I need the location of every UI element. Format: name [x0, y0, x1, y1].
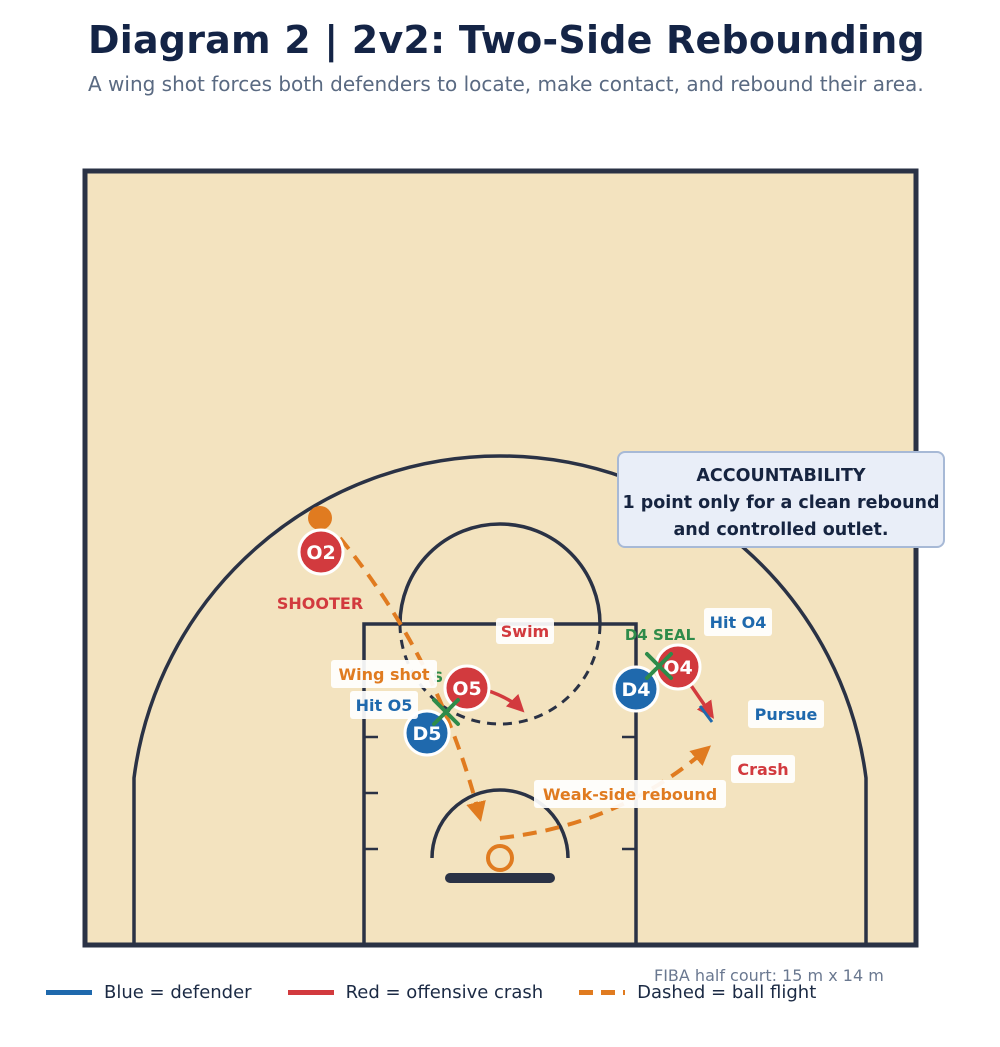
- player-o4-label: O4: [663, 657, 692, 679]
- three-point-line: [132, 454, 868, 945]
- legend-defender-label: Blue = defender: [104, 982, 252, 1003]
- player-d4-label: D4: [622, 679, 651, 701]
- rim: [486, 844, 514, 872]
- callout-line-1: 1 point only for a clean rebound: [622, 493, 940, 513]
- weak-side-rebound-label: Weak-side rebound: [543, 785, 717, 804]
- legend-item-ball: Dashed = ball flight: [579, 982, 816, 1003]
- accountability-callout: ACCOUNTABILITY 1 point only for a clean …: [617, 451, 945, 548]
- legend-offense-swatch: [287, 990, 334, 995]
- shooter-label: SHOOTER: [277, 594, 363, 613]
- d5-seal-label-partial: S: [433, 670, 443, 686]
- hit-o5-label: Hit O5: [356, 696, 413, 715]
- diagram-title: Diagram 2 | 2v2: Two-Side Rebounding: [88, 18, 925, 62]
- ball: [308, 506, 332, 530]
- pursue-label: Pursue: [755, 705, 818, 724]
- player-o2: O2: [297, 528, 345, 576]
- court-floor: [82, 168, 919, 948]
- player-o5: O5: [443, 664, 491, 712]
- legend-offense-label: Red = offensive crash: [345, 982, 544, 1003]
- player-o5-label: O5: [452, 678, 481, 700]
- swim-label: Swim: [501, 622, 549, 641]
- restricted-area: [430, 788, 570, 859]
- o4-crash-arrow: [688, 683, 714, 719]
- legend-item-offense: Red = offensive crash: [287, 982, 544, 1003]
- callout-line-2: and controlled outlet.: [673, 520, 889, 540]
- legend-item-defender: Blue = defender: [46, 982, 252, 1003]
- player-d5-label: D5: [413, 723, 442, 745]
- legend-ball-swatch: [579, 990, 626, 995]
- d4-seal-label: D4 SEAL: [625, 626, 696, 644]
- legend: Blue = defender Red = offensive crash Da…: [46, 982, 852, 1003]
- legend-ball-label: Dashed = ball flight: [637, 982, 817, 1003]
- d5-seal-contact-icon: [432, 698, 460, 726]
- crash-label: Crash: [737, 760, 788, 779]
- player-o2-label: O2: [306, 542, 335, 564]
- free-throw-circle-top: [398, 522, 602, 625]
- legend-defender-swatch: [46, 990, 92, 995]
- wing-shot-label: Wing shot: [338, 665, 429, 684]
- diagram-subtitle: A wing shot forces both defenders to loc…: [88, 72, 924, 96]
- d4-pursue-mark: [698, 705, 714, 723]
- ball-flight-path-rebound: [499, 745, 712, 840]
- court-dimensions-note: FIBA half court: 15 m x 14 m: [654, 966, 884, 985]
- callout-heading: ACCOUNTABILITY: [696, 466, 866, 486]
- hit-o4-label: Hit O4: [710, 613, 767, 632]
- d4-seal-contact-icon: [645, 652, 673, 680]
